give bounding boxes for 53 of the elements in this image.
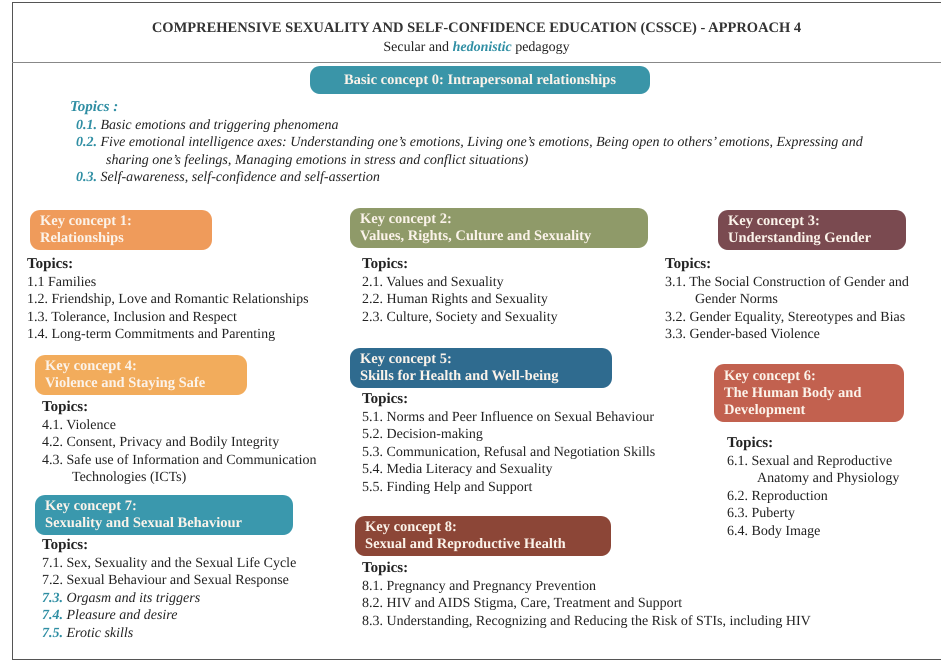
topic-item: 8.2. HIV and AIDS Stigma, Care, Treatment and Support [362,595,684,612]
topic-item: 3.2. Gender Equality, Stereotypes and Bias [665,308,906,326]
topics-heading: Topics: [362,560,410,578]
topic-item: 1.1 Families [27,274,98,291]
topics-heading: Topics: [665,256,712,274]
topic-item: 4.1. Violence [42,416,117,434]
topic-item: 6.2. Reproduction [727,488,829,505]
topics-heading: Topics: [362,256,410,274]
topic-item: 1.3. Tolerance, Inclusion and Respect [27,308,238,326]
topic-item: 6.4. Body Image [727,522,822,540]
concept-pill: Key concept 7: Sexuality and Sexual Behaviour [35,495,293,535]
topic-item: 7.3. Orgasm and its triggers [42,590,202,607]
topic-item: 8.1. Pregnancy and Pregnancy Prevention [362,578,598,595]
concept-pill: Key concept 3: Understanding Gender [718,210,906,250]
topic-item: 2.1. Values and Sexuality [362,274,505,291]
topic-item: 2.3. Culture, Society and Sexuality [362,308,559,326]
topics-heading: Topics: [362,391,410,408]
topic-item: 6.3. Puberty [727,505,796,522]
concept-pill: Basic concept 0: Intrapersonal relationships [310,66,650,94]
topic-item: 1.4. Long-term Commitments and Parenting [27,326,276,344]
topic-item: 0.2. Five emotional intelligence axes: Understanding one’s emotions, Living one’s emotions, Being open to others’ emotions, Expressing and sharing one’s feelings, Managing emotions in stress and conflict situations) [76,134,864,169]
topic-item: 0.1. Basic emotions and triggering phenomena [76,116,340,134]
topics-heading: Topics : [70,99,120,116]
concept-pill: Key concept 8: Sexual and Reproductive Health [355,516,611,556]
topic-item: 4.3. Safe use of Information and Communication Technologies (ICTs) [42,452,318,486]
topic-item: 3.1. The Social Construction of Gender and Gender Norms [665,274,910,308]
topic-item: 5.1. Norms and Peer Influence on Sexual Behaviour [362,408,655,426]
concept-pill: Key concept 2: Values, Rights, Culture and Sexuality [350,208,648,248]
title: COMPREHENSIVE SEXUALITY AND SELF-CONFIDENCE EDUCATION (CSSCE) - APPROACH 4 [150,20,802,37]
topic-item: 5.4. Media Literacy and Sexuality [362,461,554,478]
subtitle: Secular and hedonistic pedagogy [382,40,571,56]
concept-pill: Key concept 4: Violence and Staying Safe [35,355,247,395]
concept-pill: Key concept 6: The Human Body and Development [714,364,904,422]
topic-item: 5.3. Communication, Refusal and Negotiation Skills [362,444,656,461]
topic-item: 7.5. Erotic skills [42,624,134,642]
topic-item: 8.3. Understanding, Recognizing and Reducing the Risk of STIs, including HIV [362,612,812,630]
topic-item: 7.1. Sex, Sexuality and the Sexual Life Cycle [42,554,298,572]
concept-pill: Key concept 1: Relationships [30,210,212,250]
topic-item: 5.2. Decision-making [362,426,484,444]
topics-heading: Topics: [42,537,90,554]
topics-heading: Topics: [27,256,74,274]
topics-heading: Topics: [42,399,90,416]
topic-item: 4.2. Consent, Privacy and Bodily Integrity [42,434,280,452]
topic-item: 0.3. Self-awareness, self-confidence and self-assertion [76,169,381,186]
topic-item: 6.1. Sexual and Reproductive Anatomy and Physiology [727,452,900,488]
topic-item: 5.5. Finding Help and Support [362,478,534,496]
topics-heading: Topics: [727,435,774,452]
topic-item: 3.3. Gender-based Violence [665,326,821,344]
concept-pill: Key concept 5: Skills for Health and Well-being [350,348,612,388]
topic-item: 7.2. Sexual Behaviour and Sexual Response [42,572,290,590]
topic-item: 1.2. Friendship, Love and Romantic Relationships [27,291,310,308]
topic-item: 2.2. Human Rights and Sexuality [362,291,549,308]
topic-item: 7.4. Pleasure and desire [42,607,178,624]
